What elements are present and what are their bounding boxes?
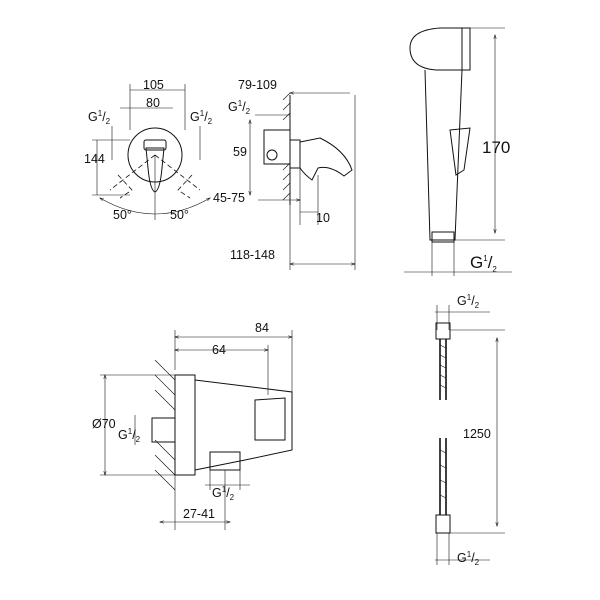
thread-left-label: G1/2	[88, 109, 111, 126]
side-thread-label: G1/2	[228, 99, 251, 116]
valve-body	[263, 129, 291, 165]
hose-bottom-thread-label: G1/2	[457, 550, 480, 567]
mixer-side-view: 79-109 G1/2 59 45-75 10 118-148	[213, 78, 355, 270]
hose-top-thread-label: G1/2	[457, 293, 480, 310]
dim-1250-label: 1250	[463, 427, 491, 441]
mixer-front-view: 105 80 G1/2 G1/2 144 50° 50°	[84, 78, 213, 222]
dim-170-label: 170	[482, 138, 510, 157]
dim-80-label: 80	[146, 96, 160, 110]
dim-10-label: 10	[316, 211, 330, 225]
dim-45-75-label: 45-75	[213, 191, 245, 205]
hose-body	[439, 339, 447, 515]
handshower-view: 170 G1/2	[404, 27, 512, 276]
thread-right-label: G1/2	[190, 109, 213, 126]
hose-view: G1/2 1250 G1/2	[435, 293, 505, 567]
wall-outlet-view: 84 64 Ø70 G1/2 G1/2 27-41	[92, 321, 293, 530]
dim-27-41-label: 27-41	[183, 507, 215, 521]
dim-79-109-label: 79-109	[238, 78, 277, 92]
lever-profile	[299, 137, 353, 181]
outlet-bottom-thread-label: G1/2	[212, 485, 235, 502]
handshower-body	[424, 69, 463, 241]
trigger-icon	[449, 127, 471, 176]
angle-left-label: 50°	[113, 208, 132, 222]
hose-bottom-nut	[435, 514, 451, 534]
wall-flange	[174, 374, 196, 476]
dim-105-label: 105	[143, 78, 164, 92]
handshower-thread-label: G1/2	[470, 253, 497, 274]
bottom-connector	[209, 451, 241, 471]
dim-59-label: 59	[233, 145, 247, 159]
side-connector	[151, 417, 176, 443]
dim-144-label: 144	[84, 152, 105, 166]
dim-118-148-label: 118-148	[230, 248, 275, 262]
dim-84-label: 84	[255, 321, 269, 335]
outlet-body	[194, 379, 293, 471]
handshower-head	[409, 27, 471, 71]
hose-top-nut	[435, 322, 451, 340]
dim-d70-label: Ø70	[92, 417, 116, 431]
outlet-side-thread-label: G1/2	[118, 427, 141, 444]
wall-hatching	[154, 359, 176, 491]
angle-right-label: 50°	[170, 208, 189, 222]
